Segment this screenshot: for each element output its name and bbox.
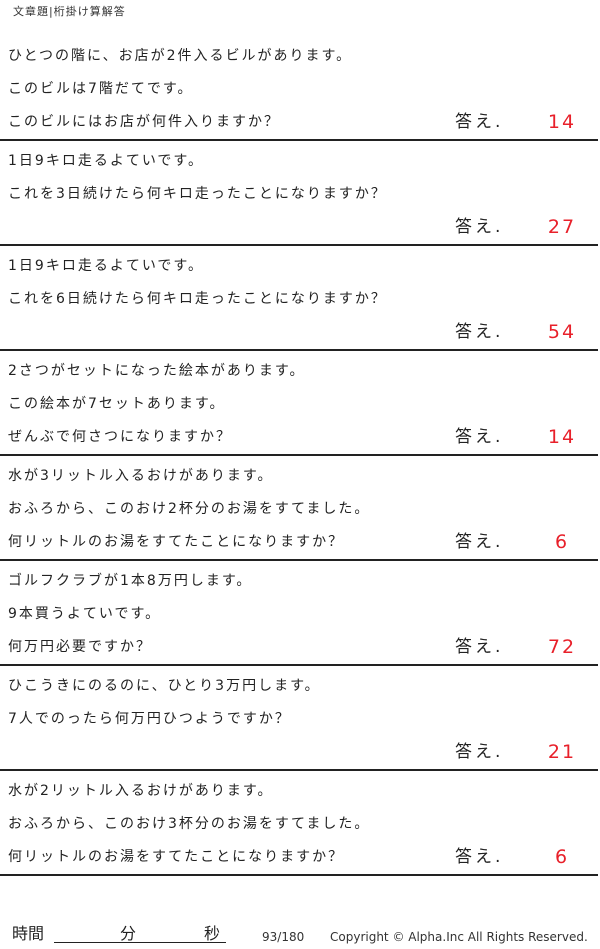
problem-line: 2さつがセットになった絵本があります。 [8,363,306,379]
problem-block: 1日9キロ走るよていです。これを3日続けたら何キロ走ったことになりますか？ 答え.… [0,141,598,246]
worksheet-title: 文章題|桁掛け算解答 [13,5,126,18]
answer-value: 6 [554,531,570,553]
problem-block: ひとつの階に、お店が2件入るビルがあります。このビルは7階だてです。このビルには… [0,36,598,141]
problem-block: 2さつがセットになった絵本があります。この絵本が7セットあります。ぜんぶで何さつ… [0,351,598,456]
problem-block: 1日9キロ走るよていです。これを6日続けたら何キロ走ったことになりますか？ 答え.… [0,246,598,351]
answer-value: 6 [554,846,570,868]
problem-line: この絵本が7セットあります。 [8,396,226,412]
answer-label: 答え. [455,847,504,867]
problem-line: ひとつの階に、お店が2件入るビルがあります。 [8,48,353,64]
problem-block: ゴルフクラブが1本8万円します。 9本買うよていです。何万円必要ですか？ 答え. 72 [0,561,598,666]
copyright: Copyright © Alpha.Inc All Rights Reserve… [330,930,588,944]
problem-line: これを3日続けたら何キロ走ったことになりますか？ [8,186,387,202]
problem-line [0,736,598,769]
problem-line: ゴルフクラブが1本8万円します。 [8,573,253,589]
problem-block: ひこうきにのるのに、ひとり3万円します。 7人でのったら何万円ひつようですか？ 答え… [0,666,598,771]
answer-label: 答え. [455,217,504,237]
seconds-label: 秒 [204,924,221,943]
problem-line: これを6日続けたら何キロ走ったことになりますか？ [8,291,387,307]
footer: 時間 分 秒 93/180 Copyright © Alpha.Inc All … [0,920,600,946]
problem-block: 水が3リットル入るおけがあります。おふろから、このおけ2杯分のお湯をすてました。… [0,456,598,561]
problem-line: 何リットルのお湯をすてたことになりますか？ [8,849,345,865]
problem-line: ひこうきにのるのに、ひとり3万円します。 [8,678,321,694]
problem-line: 何リットルのお湯をすてたことになりますか？ [8,534,345,550]
answer-value: 72 [547,636,577,658]
time-entry-line [54,942,226,943]
problem-line: 9本買うよていです。 [8,606,162,622]
problem-line: ぜんぶで何さつになりますか？ [8,429,232,445]
problem-line: 7人でのったら何万円ひつようですか？ [8,711,291,727]
problem-line [0,316,598,349]
problem-line: 何万円必要ですか？ [8,639,152,655]
problem-line: このビルは7階だてです。 [8,81,194,97]
problem-list: ひとつの階に、お店が2件入るビルがあります。このビルは7階だてです。このビルには… [0,36,598,876]
problem-line: おふろから、このおけ3杯分のお湯をすてました。 [8,816,371,832]
answer-label: 答え. [455,637,504,657]
answer-label: 答え. [455,427,504,447]
page-number: 93/180 [262,930,305,944]
problem-line [0,211,598,244]
time-label: 時間 [12,924,45,943]
problem-line: 1日9キロ走るよていです。 [8,153,204,169]
problem-block: 水が2リットル入るおけがあります。おふろから、このおけ3杯分のお湯をすてました。… [0,771,598,876]
problem-line: 水が2リットル入るおけがあります。 [8,783,274,799]
problem-line: おふろから、このおけ2杯分のお湯をすてました。 [8,501,371,517]
answer-label: 答え. [455,532,504,552]
problem-line: 水が3リットル入るおけがあります。 [8,468,274,484]
answer-value: 27 [547,216,577,238]
problem-line: このビルにはお店が何件入りますか？ [8,114,280,130]
answer-value: 14 [547,426,577,448]
minutes-label: 分 [120,924,137,943]
answer-value: 21 [547,741,577,763]
answer-label: 答え. [455,322,504,342]
answer-value: 54 [547,321,577,343]
answer-label: 答え. [455,742,504,762]
answer-value: 14 [547,111,577,133]
problem-line: 1日9キロ走るよていです。 [8,258,204,274]
answer-label: 答え. [455,112,504,132]
